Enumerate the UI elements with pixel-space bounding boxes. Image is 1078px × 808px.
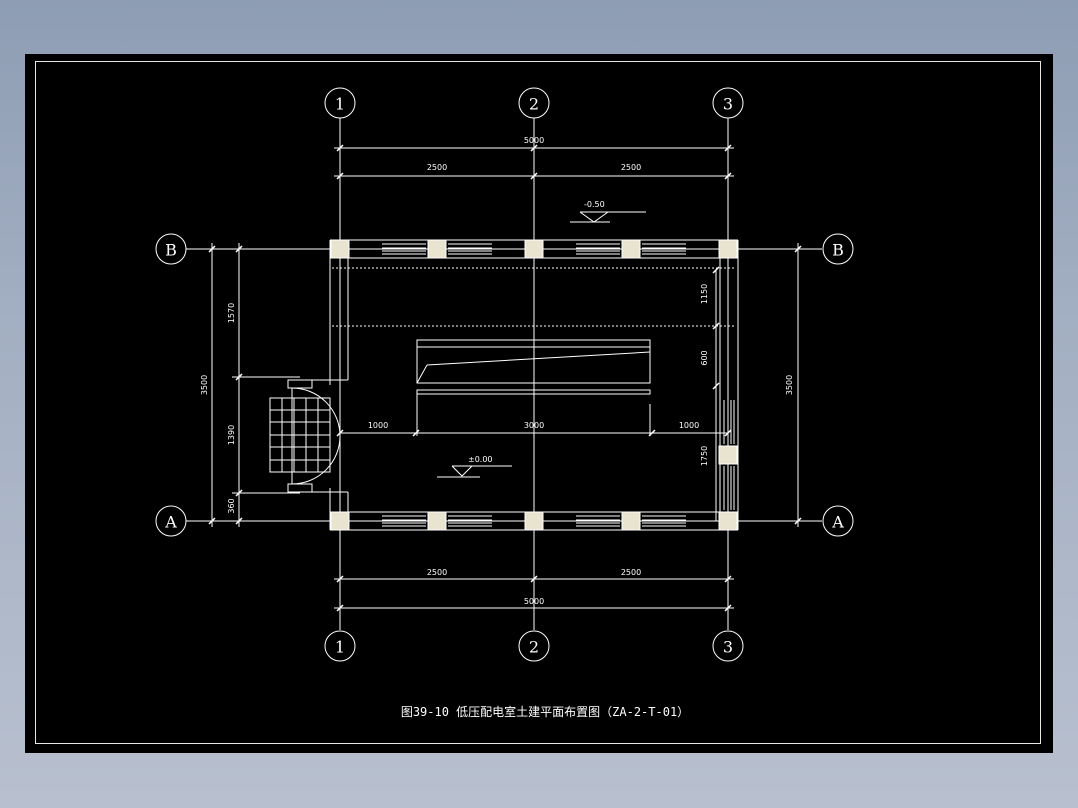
dim-top-total: 5000 bbox=[524, 136, 544, 145]
axis-label-2-top: 2 bbox=[529, 95, 539, 114]
axis-label-2-bottom: 2 bbox=[529, 638, 539, 657]
columns bbox=[330, 239, 738, 531]
dim-right-seg-2: 600 bbox=[700, 350, 709, 365]
axis-bubble-2-bottom bbox=[518, 630, 550, 662]
drawing-frame-border bbox=[35, 61, 1041, 744]
dim-bottom-seg-2: 2500 bbox=[621, 568, 641, 577]
axis-bubble-B-left bbox=[155, 233, 187, 265]
window-right bbox=[723, 400, 735, 510]
elevation-outside-label: -0.50 bbox=[584, 200, 605, 209]
axis-label-3-bottom: 3 bbox=[723, 638, 733, 657]
dim-right-seg-3: 1750 bbox=[700, 446, 709, 466]
drawing-sheet bbox=[25, 54, 1053, 753]
windows-top bbox=[382, 243, 686, 255]
dim-bottom-seg-1: 2500 bbox=[427, 568, 447, 577]
elevation-marker-floor bbox=[437, 465, 512, 478]
axis-label-3-top: 3 bbox=[723, 95, 733, 114]
dim-interior-left: 1000 bbox=[368, 421, 388, 430]
dim-bottom-total: 5000 bbox=[524, 597, 544, 606]
axis-label-A-left: A bbox=[164, 513, 177, 532]
axis-bubble-3-bottom bbox=[712, 630, 744, 662]
axis-bubble-B-right bbox=[822, 233, 854, 265]
dim-right-seg-1: 1150 bbox=[700, 284, 709, 304]
dim-left-total: 3500 bbox=[200, 375, 209, 395]
axis-label-B-right: B bbox=[832, 241, 844, 260]
dim-top-seg-1: 2500 bbox=[427, 163, 447, 172]
windows-bottom bbox=[382, 515, 686, 527]
elevation-floor-label: ±0.00 bbox=[468, 455, 493, 464]
axis-label-1-bottom: 1 bbox=[335, 638, 345, 657]
entrance-door-steps bbox=[269, 379, 348, 493]
dim-interior-center: 3000 bbox=[524, 421, 544, 430]
dim-top-seg-2: 2500 bbox=[621, 163, 641, 172]
axis-bubble-1-bottom bbox=[324, 630, 356, 662]
axis-bubble-A-right bbox=[822, 505, 854, 537]
axis-label-1-top: 1 bbox=[335, 95, 345, 114]
axis-bubble-2-top bbox=[518, 87, 550, 119]
axis-bubble-A-left bbox=[155, 505, 187, 537]
axis-bubble-1-top bbox=[324, 87, 356, 119]
dim-left-seg-1: 1570 bbox=[227, 303, 236, 323]
dim-right-total: 3500 bbox=[785, 375, 794, 395]
axis-label-A-right: A bbox=[831, 513, 844, 532]
dim-left-seg-3: 360 bbox=[227, 498, 236, 513]
elevation-marker-outside bbox=[570, 211, 646, 223]
dim-interior-right: 1000 bbox=[679, 421, 699, 430]
axis-label-B-left: B bbox=[165, 241, 177, 260]
dim-left-seg-2: 1390 bbox=[227, 425, 236, 445]
axis-bubble-3-top bbox=[712, 87, 744, 119]
drawing-title: 图39-10 低压配电室土建平面布置图（ZA-2-T-01） bbox=[401, 704, 689, 719]
switchgear-cabinet bbox=[416, 339, 651, 436]
